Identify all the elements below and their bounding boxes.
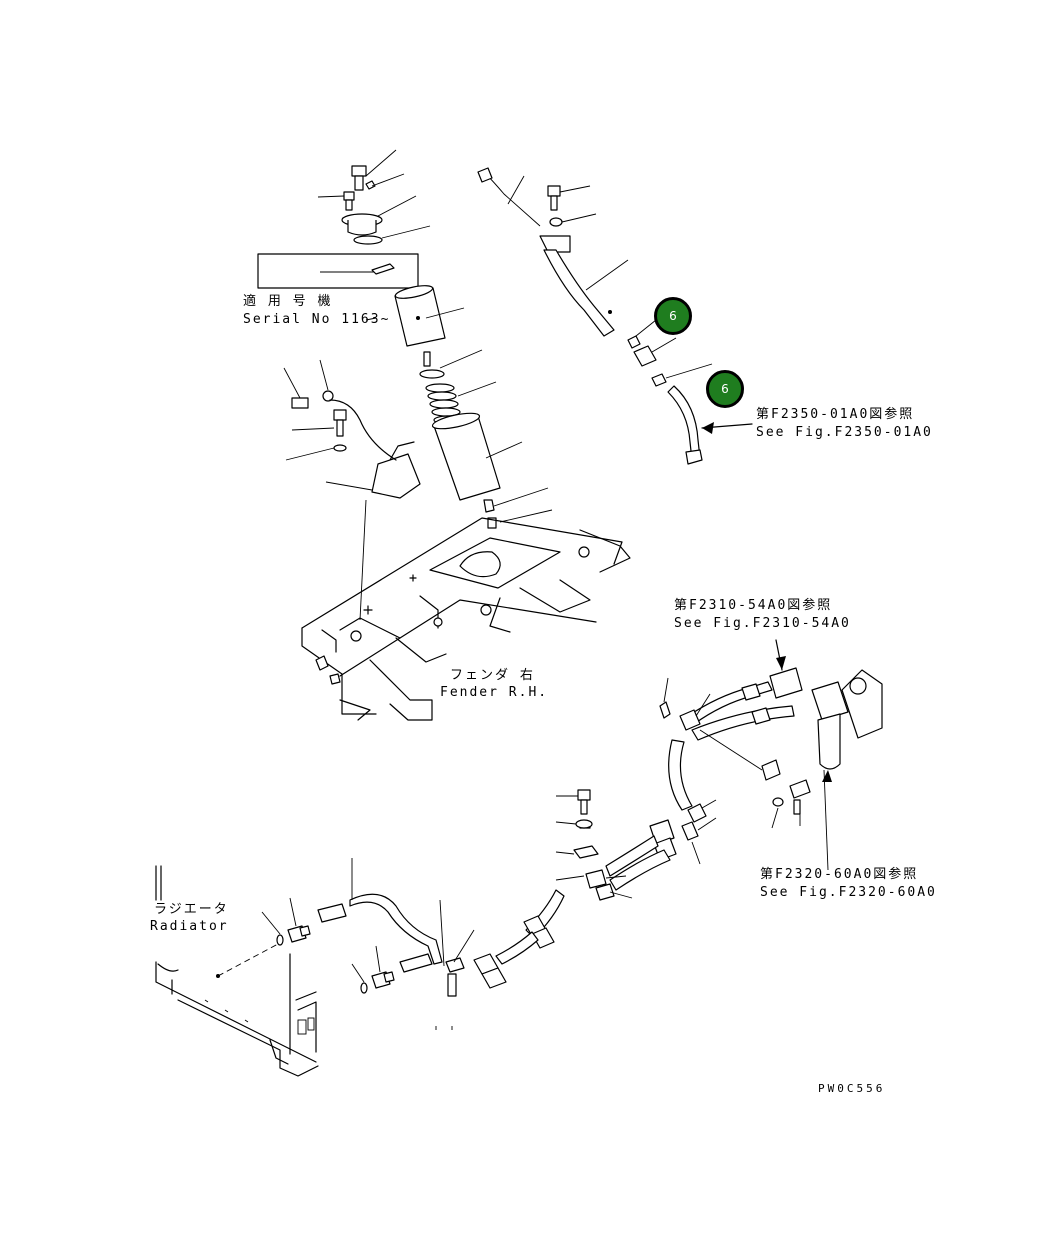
right-rod-assembly (477, 167, 753, 465)
part-callout-6-upper[interactable]: 6 (654, 297, 692, 335)
ref-f2350-jp: 第F2350-01A0図参照 (756, 407, 915, 422)
top-bolt-assembly (317, 149, 431, 245)
floor-frame (301, 517, 631, 721)
serial-note-label-en: Serial No 1163~ (243, 312, 391, 327)
steering-column-parts (394, 285, 553, 529)
part-callout-6-lower[interactable]: 6 (706, 370, 744, 408)
radiator-label-en: Radiator (150, 919, 229, 934)
drawing-code: PW0C556 (818, 1082, 886, 1095)
radiator-body (155, 865, 319, 1077)
lower-hose-run (317, 789, 677, 1030)
left-bracket-assembly (283, 359, 421, 621)
serial-note-box (257, 253, 419, 289)
ref-f2320-jp: 第F2320-60A0図参照 (760, 867, 919, 882)
ref-f2320-en: See Fig.F2320-60A0 (760, 885, 937, 900)
radiator-label-jp: ラジエータ (154, 902, 229, 917)
serial-note-label-jp: 適 用 号 機 (243, 294, 333, 309)
fender-label-en: Fender R.H. (440, 685, 549, 700)
ref-f2310-jp: 第F2310-54A0図参照 (674, 598, 833, 613)
reference-arrows (365, 317, 377, 321)
radiator-fittings (217, 897, 395, 994)
ref-f2310-en: See Fig.F2310-54A0 (674, 616, 851, 631)
fender-label-jp: フェンダ 右 (450, 668, 535, 683)
hydraulic-valve-assembly (659, 639, 883, 871)
ref-f2350-en: See Fig.F2350-01A0 (756, 425, 933, 440)
